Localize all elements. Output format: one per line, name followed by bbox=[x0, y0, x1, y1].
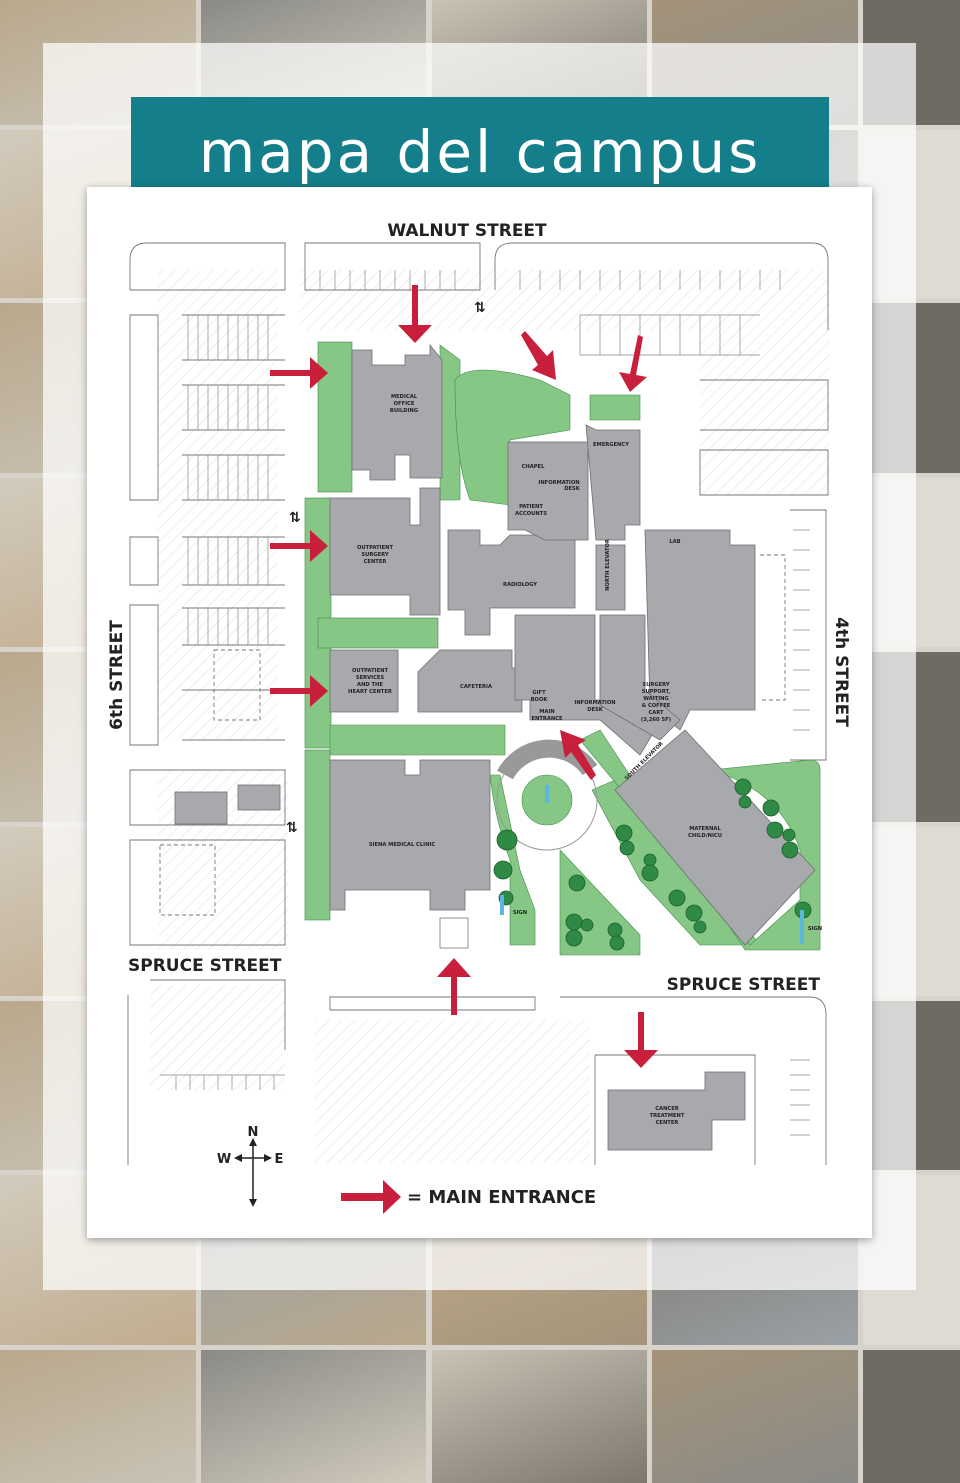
photo-tile bbox=[652, 1350, 858, 1483]
green-spaces bbox=[304, 341, 821, 956]
arrow-icon bbox=[398, 285, 432, 343]
svg-text:TREATMENT: TREATMENT bbox=[650, 1113, 685, 1119]
legend-label: = MAIN ENTRANCE bbox=[407, 1187, 596, 1208]
svg-text:(3,260 SF): (3,260 SF) bbox=[641, 717, 671, 723]
svg-text:CHILD/NICU: CHILD/NICU bbox=[688, 833, 722, 839]
svg-text:CANCER: CANCER bbox=[655, 1106, 679, 1112]
svg-text:MEDICAL: MEDICAL bbox=[391, 394, 418, 400]
svg-text:CHAPEL: CHAPEL bbox=[522, 464, 546, 470]
svg-text:SIENA MEDICAL CLINIC: SIENA MEDICAL CLINIC bbox=[369, 842, 436, 848]
building-siena-clinic bbox=[329, 759, 491, 911]
svg-text:BOOK: BOOK bbox=[531, 697, 549, 703]
svg-text:OFFICE: OFFICE bbox=[394, 401, 415, 407]
building-north-elevator bbox=[595, 544, 626, 611]
photo-tile bbox=[863, 1350, 960, 1483]
svg-text:ENTRANCE: ENTRANCE bbox=[531, 716, 563, 722]
svg-text:PATIENT: PATIENT bbox=[519, 504, 543, 510]
svg-text:⇅: ⇅ bbox=[286, 820, 298, 836]
building-outpatient-surgery bbox=[329, 487, 441, 616]
svg-text:RADIOLOGY: RADIOLOGY bbox=[503, 582, 537, 588]
arrow-icon bbox=[619, 335, 647, 392]
buildings bbox=[174, 343, 816, 1151]
street-label-spruce-left: SPRUCE STREET bbox=[128, 956, 282, 976]
svg-text:HEART CENTER: HEART CENTER bbox=[348, 689, 392, 695]
parking-areas bbox=[150, 270, 830, 1163]
building-radiology-wing bbox=[447, 529, 576, 636]
building-emergency bbox=[585, 424, 641, 541]
svg-text:OUTPATIENT: OUTPATIENT bbox=[357, 545, 393, 551]
roads-and-lots bbox=[127, 242, 829, 1165]
photo-tile bbox=[0, 1350, 196, 1483]
building-surgery-support bbox=[599, 614, 681, 741]
photo-tile bbox=[201, 1350, 426, 1483]
building-outpatient-services bbox=[329, 649, 399, 713]
svg-text:CAFETERIA: CAFETERIA bbox=[460, 684, 492, 690]
arrow-icon bbox=[270, 675, 328, 707]
title-banner bbox=[131, 97, 829, 187]
arrow-icon bbox=[624, 1012, 658, 1068]
compass-west: W bbox=[217, 1152, 231, 1167]
svg-text:NORTH ELEVATOR: NORTH ELEVATOR bbox=[605, 539, 611, 591]
svg-text:ACCOUNTS: ACCOUNTS bbox=[515, 511, 547, 517]
compass-rose: N W E bbox=[217, 1125, 284, 1207]
street-label-6th: 6th STREET bbox=[107, 620, 127, 730]
svg-text:GIFT: GIFT bbox=[532, 690, 546, 696]
arrow-icon bbox=[270, 357, 328, 389]
svg-text:MAIN: MAIN bbox=[539, 709, 554, 715]
street-label-spruce-right: SPRUCE STREET bbox=[667, 975, 821, 995]
svg-text:WAITING: WAITING bbox=[643, 696, 669, 702]
building-medical-office bbox=[351, 343, 443, 481]
svg-text:⇅: ⇅ bbox=[474, 300, 486, 316]
svg-text:& COFFEE: & COFFEE bbox=[642, 703, 671, 709]
svg-text:SURGERY: SURGERY bbox=[642, 682, 669, 688]
svg-text:AND THE: AND THE bbox=[357, 682, 383, 688]
arrow-icon bbox=[341, 1180, 401, 1214]
arrow-icon bbox=[560, 730, 596, 780]
compass-north: N bbox=[248, 1125, 259, 1140]
svg-text:OUTPATIENT: OUTPATIENT bbox=[352, 668, 388, 674]
arrow-icon bbox=[437, 958, 471, 1015]
two-way-traffic-icons: ⇅ ⇅ ⇅ bbox=[286, 300, 486, 836]
building-cafeteria bbox=[417, 649, 523, 713]
svg-text:DESK: DESK bbox=[564, 486, 581, 492]
page-title: mapa del campus bbox=[198, 118, 762, 186]
svg-text:BUILDING: BUILDING bbox=[390, 408, 418, 414]
street-label-walnut: WALNUT STREET bbox=[387, 221, 547, 241]
legend: = MAIN ENTRANCE bbox=[341, 1180, 596, 1214]
svg-text:INFORMATION: INFORMATION bbox=[574, 700, 615, 706]
svg-text:SIGN: SIGN bbox=[808, 926, 822, 932]
svg-text:MATERNAL: MATERNAL bbox=[689, 826, 721, 832]
building-maternal-child bbox=[614, 729, 816, 946]
svg-text:LAB: LAB bbox=[669, 539, 680, 545]
street-label-4th: 4th STREET bbox=[831, 617, 851, 727]
svg-text:EMERGENCY: EMERGENCY bbox=[593, 442, 629, 448]
building-central bbox=[514, 614, 656, 756]
svg-text:⇅: ⇅ bbox=[289, 510, 301, 526]
svg-text:SURGERY: SURGERY bbox=[361, 552, 388, 558]
main-entrance-arrows bbox=[270, 285, 658, 1068]
svg-text:SUPPORT,: SUPPORT, bbox=[642, 689, 671, 695]
svg-text:INFORMATION: INFORMATION bbox=[538, 480, 579, 486]
svg-text:SERVICES: SERVICES bbox=[356, 675, 385, 681]
photo-tile bbox=[432, 1350, 647, 1483]
arrow-icon bbox=[521, 331, 556, 380]
arrow-icon bbox=[270, 530, 328, 562]
svg-text:CART: CART bbox=[648, 710, 664, 716]
svg-text:CENTER: CENTER bbox=[364, 559, 387, 565]
building-cancer-center bbox=[607, 1071, 746, 1151]
svg-text:DESK: DESK bbox=[587, 707, 604, 713]
svg-text:SIGN: SIGN bbox=[513, 910, 527, 916]
compass-east: E bbox=[275, 1152, 284, 1167]
svg-text:CENTER: CENTER bbox=[656, 1120, 679, 1126]
trees bbox=[493, 778, 812, 951]
